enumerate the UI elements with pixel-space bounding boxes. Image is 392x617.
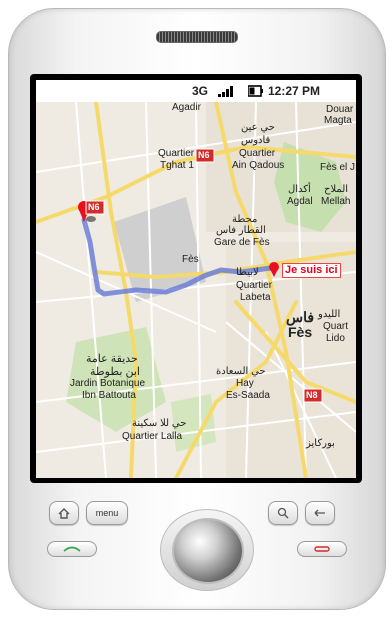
place-label: لابيطا xyxy=(236,267,259,278)
place-label: قادوس xyxy=(241,135,271,146)
place-label: الملاح xyxy=(324,184,349,195)
map-view[interactable]: N6 N6 N8 Agadir Douar Magta حي عين قادوس… xyxy=(36,102,356,478)
place-label: Ain Qadous xyxy=(232,160,285,171)
place-label: Fès xyxy=(182,254,199,265)
place-label: أكدال xyxy=(288,184,311,195)
place-label: Jardin Botanique xyxy=(70,378,146,389)
place-label: Es-Saada xyxy=(226,390,270,401)
signal-icon xyxy=(218,86,233,97)
place-label: Mellah xyxy=(321,196,351,207)
place-label: Lido xyxy=(326,333,345,344)
road-shield-n6-b-label: N6 xyxy=(88,202,100,212)
place-label: ابن بطوطة xyxy=(90,366,140,378)
earpiece-speaker xyxy=(156,31,238,43)
status-bar: 3G 12:27 PM xyxy=(36,80,356,102)
place-label: Magta xyxy=(324,115,352,126)
place-label: حي السعادة xyxy=(216,366,266,377)
map-canvas[interactable] xyxy=(36,102,356,478)
place-label: الليدو xyxy=(318,309,341,320)
place-label: Quartier xyxy=(158,148,195,159)
end-call-button[interactable] xyxy=(297,541,347,557)
call-icon xyxy=(63,546,81,552)
end-call-icon xyxy=(314,546,330,552)
trackball[interactable] xyxy=(172,518,244,584)
search-icon xyxy=(277,507,289,519)
place-label: فاس xyxy=(286,309,315,325)
place-label: حي عين xyxy=(241,122,275,133)
current-location-label: Je suis ici xyxy=(282,263,341,278)
place-label: Labeta xyxy=(240,292,271,303)
place-label: Tghat 1 xyxy=(160,160,194,171)
menu-button-label: menu xyxy=(95,508,119,518)
place-label: Gare de Fès xyxy=(214,237,270,248)
call-button[interactable] xyxy=(47,541,97,557)
search-button[interactable] xyxy=(268,501,298,525)
place-label: Quart xyxy=(323,321,349,332)
phone-screen: 3G 12:27 PM xyxy=(36,80,356,478)
current-location-marker-icon[interactable] xyxy=(269,262,279,277)
road-shield-n8 xyxy=(303,388,323,403)
place-label: حي للا سكينة xyxy=(132,418,187,429)
place-label: Fès xyxy=(288,324,313,340)
place-label: Quartier Lalla xyxy=(122,431,183,442)
place-label: القطار فاس xyxy=(216,225,266,236)
road-shield-n6-a-label: N6 xyxy=(198,150,210,160)
road-shield-n8-label: N8 xyxy=(306,390,318,400)
place-label: Agadir xyxy=(172,102,201,113)
road-shield-n6-a xyxy=(195,148,215,163)
place-label: Douar xyxy=(326,104,354,115)
place-label: Hay xyxy=(236,378,254,389)
clock: 12:27 PM xyxy=(268,84,321,98)
road-shield-n6-b xyxy=(85,200,105,215)
back-button[interactable] xyxy=(305,501,335,525)
place-label: Agdal xyxy=(287,196,313,207)
battery-icon xyxy=(248,85,263,97)
route-line xyxy=(81,217,274,297)
network-type: 3G xyxy=(192,84,209,98)
back-arrow-icon xyxy=(314,509,325,517)
menu-button[interactable]: menu xyxy=(86,501,128,525)
place-label: محطة xyxy=(232,214,258,225)
place-label: Quartier xyxy=(236,280,273,291)
place-label: حديقة عامة xyxy=(86,353,138,365)
place-label: Ibn Battouta xyxy=(82,390,136,401)
home-button[interactable] xyxy=(49,501,79,525)
place-label: Quartier xyxy=(239,148,276,159)
place-label: Fès el J xyxy=(320,162,356,173)
place-label: بوركايز xyxy=(306,438,335,449)
home-icon xyxy=(58,507,70,519)
